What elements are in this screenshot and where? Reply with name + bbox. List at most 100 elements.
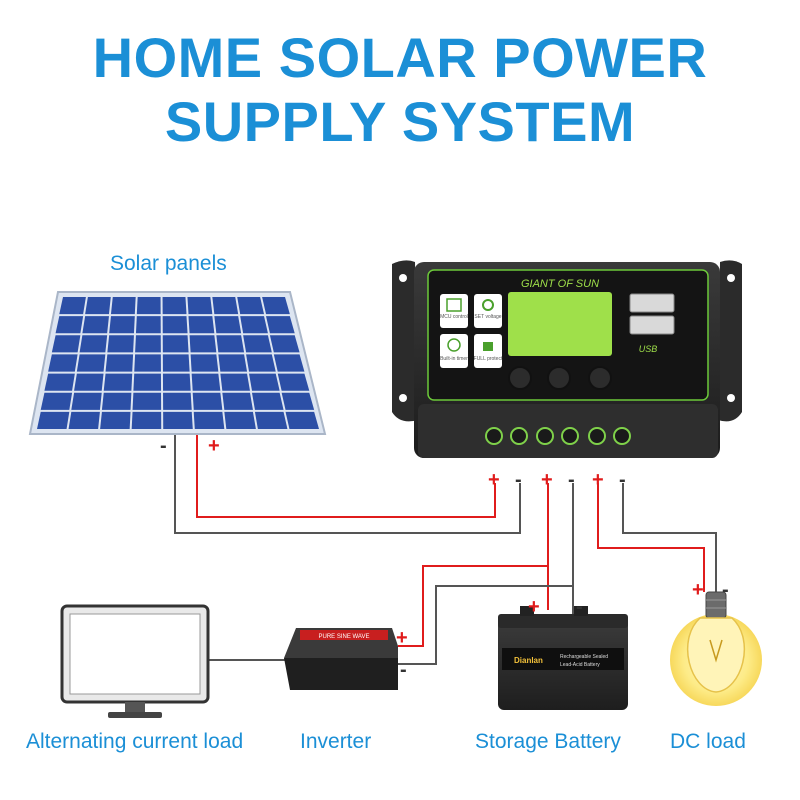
terminal-screw — [485, 427, 503, 445]
solar-cell — [101, 392, 132, 410]
controller-button-left — [508, 366, 532, 390]
solar-cell — [187, 297, 213, 315]
battery-negative-terminal — [574, 606, 588, 616]
solar-cell — [37, 411, 70, 429]
chip-icon — [446, 298, 462, 312]
svg-text:MCU control: MCU control — [440, 314, 468, 320]
usb-port-2 — [629, 315, 675, 335]
inverter-label: Inverter — [300, 730, 372, 753]
inverter-negative-wire — [398, 585, 573, 665]
solar-cell — [192, 392, 223, 410]
solar-cell — [135, 335, 161, 353]
inverter-plus-sign: + — [396, 627, 408, 649]
svg-text:Lead-Acid Battery: Lead-Acid Battery — [560, 662, 600, 668]
solar-cell — [243, 335, 272, 353]
solar-panels-label: Solar panels — [110, 252, 227, 275]
solar-cell — [237, 297, 265, 315]
solar-plus-sign: + — [208, 435, 220, 457]
solar-cell — [162, 354, 190, 372]
terminal-screw — [561, 427, 579, 445]
inverter: PURE SINE WAVE — [284, 628, 398, 690]
solar-cell — [44, 373, 75, 391]
terminal-pv-plus: + — [488, 469, 500, 491]
terminal-screw — [536, 427, 554, 445]
inverter-positive-wire — [398, 565, 548, 647]
solar-cell — [224, 411, 256, 429]
solar-cell — [110, 297, 136, 315]
ac-load-label: Alternating current load — [26, 730, 244, 753]
svg-text:SET voltage: SET voltage — [474, 314, 501, 320]
inverter-minus-sign: - — [400, 659, 407, 681]
terminal-bat-minus: - — [568, 469, 575, 491]
solar-cell — [254, 411, 288, 429]
battery-positive-terminal — [520, 606, 534, 616]
solar-cell — [214, 316, 242, 334]
dc-minus-sign: - — [722, 579, 729, 601]
terminal-load-plus: + — [592, 469, 604, 491]
solar-cell — [82, 316, 109, 334]
controller-button-right — [588, 366, 612, 390]
solar-panel — [28, 291, 327, 435]
storage-battery-label: Storage Battery — [475, 730, 621, 753]
solar-cell — [74, 373, 104, 391]
page-title-line-2: SUPPLY SYSTEM — [164, 90, 636, 153]
gear-icon — [482, 299, 494, 311]
dc-plus-sign: + — [692, 579, 704, 601]
protect-tile: FULL protect — [474, 334, 503, 368]
solar-cell — [59, 297, 86, 315]
solar-cell — [281, 392, 315, 410]
solar-cell — [107, 335, 134, 353]
solar-cell — [162, 373, 191, 391]
clock-icon — [447, 338, 461, 352]
bulb-filament — [709, 639, 723, 663]
solar-cell — [135, 316, 161, 334]
usb-label: USB — [639, 344, 658, 354]
controller-button-middle — [547, 366, 571, 390]
lock-icon — [483, 342, 493, 351]
solar-positive-wire — [196, 430, 496, 518]
solar-cell — [103, 373, 133, 391]
controller-brand: GIANT OF SUN — [521, 278, 599, 290]
solar-cell — [132, 392, 162, 410]
solar-cell — [136, 297, 161, 315]
charge-controller: GIANT OF SUN MCU control SET voltage Bui… — [392, 260, 742, 458]
solar-cell — [100, 411, 131, 429]
solar-cell — [105, 354, 134, 372]
dc-negative-wire — [622, 483, 717, 592]
solar-cell — [222, 392, 253, 410]
solar-cell — [133, 373, 162, 391]
solar-cell — [249, 373, 280, 391]
monitor — [60, 604, 210, 718]
dc-positive-wire — [597, 483, 705, 592]
mcu-tile: MCU control — [440, 294, 468, 328]
solar-cell — [76, 354, 106, 372]
solar-cell — [79, 335, 108, 353]
inverter-face-text: PURE SINE WAVE — [318, 634, 369, 640]
terminal-bat-plus: + — [541, 469, 553, 491]
solar-cell — [162, 297, 187, 315]
solar-negative-wire — [174, 430, 521, 534]
battery-minus-sign: - — [576, 596, 583, 618]
terminal-screw — [588, 427, 606, 445]
solar-cell — [131, 411, 162, 429]
terminal-load-minus: - — [619, 469, 626, 491]
solar-cell — [193, 411, 225, 429]
solar-cell — [277, 373, 310, 391]
solar-cell — [109, 316, 135, 334]
solar-cell — [188, 316, 215, 334]
solar-cell — [285, 411, 319, 429]
solar-cell — [266, 316, 295, 334]
svg-text:Built-in timer: Built-in timer — [440, 356, 468, 362]
solar-cell — [55, 316, 84, 334]
solar-cell — [48, 354, 78, 372]
solar-cell — [163, 392, 192, 410]
terminal-pv-minus: - — [515, 469, 522, 491]
solar-cell — [216, 335, 245, 353]
svg-text:Rechargeable Sealed: Rechargeable Sealed — [560, 654, 608, 660]
solar-cell — [251, 392, 284, 410]
wiring — [174, 430, 717, 665]
solar-cell — [273, 354, 305, 372]
solar-cell — [218, 354, 248, 372]
solar-cell — [269, 335, 300, 353]
